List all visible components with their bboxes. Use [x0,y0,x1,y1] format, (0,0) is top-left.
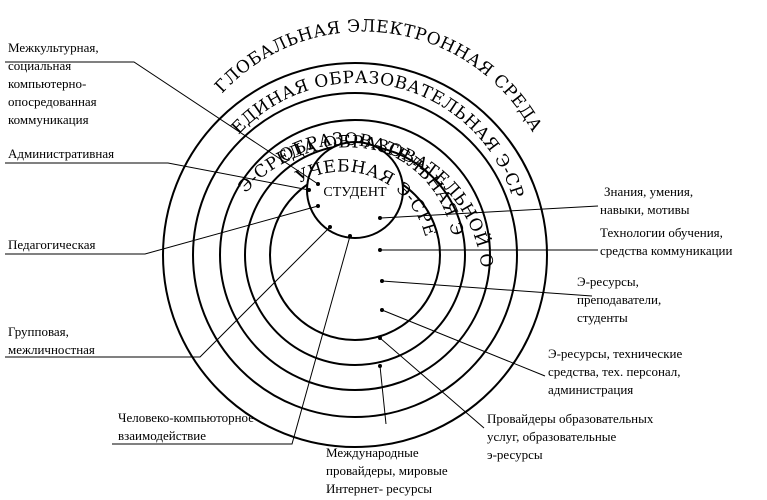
anchor-dot [348,234,352,238]
anchor-dot [380,308,384,312]
label-eresources-teachers-students: Э-ресурсы, преподаватели, студенты [577,274,665,325]
leader-eresources-admin [381,309,546,377]
label-learning-technologies: Технологии обучения, средства коммуникац… [600,225,732,258]
anchor-dot [328,225,332,229]
leader-administrative [5,162,310,191]
ring-global [162,62,548,448]
label-administrative: Административная [8,146,114,161]
leader-eresources-teachers [381,280,593,297]
leader-pedagogical [5,205,319,255]
label-knowledge-skills: Знания, умения, навыки, мотивы [600,184,696,217]
anchor-dot [378,248,382,252]
label-intercultural-communication: Межкультурная, социальная компьютерно- о… [8,40,102,127]
anchor-dot [380,279,384,283]
ring-organization [219,119,491,391]
leader-group [5,226,331,358]
anchor-dot [378,336,382,340]
leader-providers [379,337,485,429]
leader-knowledge [379,205,599,219]
label-human-computer-interaction: Человеко-компьюторное взаимодействие [118,410,257,443]
anchor-dot [316,182,320,186]
label-education-providers: Провайдеры образовательных услуг, образо… [487,411,657,462]
leader-intercultural [5,61,319,185]
label-group-interpersonal: Групповая, межличностная [8,324,95,357]
leader-international [379,365,387,425]
anchor-dot [307,188,311,192]
leader-human-computer [112,235,351,445]
center-student-label: СТУДЕНТ [323,185,387,200]
label-international-providers: Международные провайдеры, мировые Интерн… [326,445,451,496]
anchor-dot [378,364,382,368]
label-pedagogical: Педагогическая [8,237,95,252]
ring-unified [192,92,518,418]
anchor-dot [378,216,382,220]
label-eresources-technical-staff: Э-ресурсы, технические средства, тех. пе… [548,346,686,397]
anchor-dot [316,204,320,208]
